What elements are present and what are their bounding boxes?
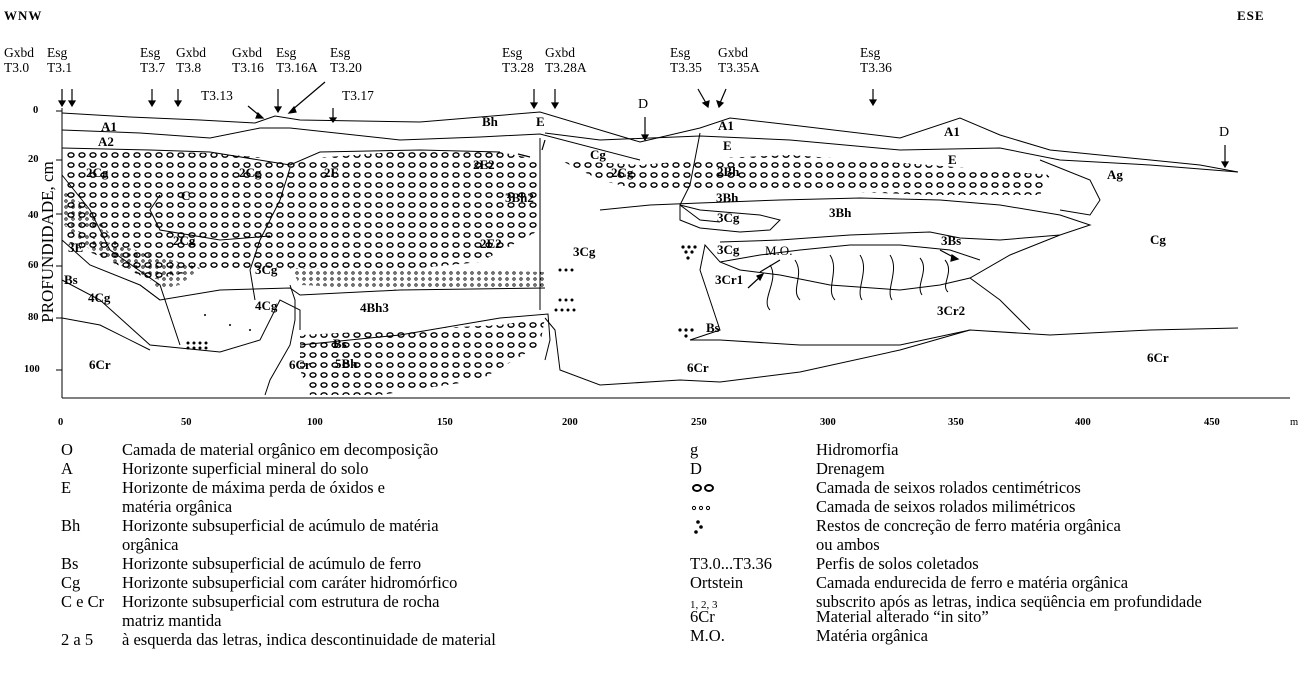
small-pebbles-icon: [690, 499, 720, 515]
horizon-label: 2Bh: [717, 164, 739, 180]
horizon-label: C: [181, 188, 190, 204]
horizon-label: 6Cr: [89, 357, 111, 373]
legend-description: Horizonte subsuperficial de acúmulo de f…: [122, 554, 421, 573]
horizon-label: 2E2: [480, 236, 502, 252]
legend-symbol: O: [61, 440, 122, 459]
horizon-label: 3Cr2: [937, 303, 965, 319]
legend-description: Camada endurecida de ferro e matéria org…: [816, 573, 1128, 592]
horizon-label: Bs: [333, 336, 347, 352]
legend-description: ou ambos: [816, 535, 880, 554]
horizon-label: 3E: [68, 240, 83, 256]
horizon-label: 3Bh2: [505, 190, 534, 206]
horizon-label: 6Cr: [687, 360, 709, 376]
horizon-label: 4Cg: [255, 298, 277, 314]
horizon-label: 3Cg: [717, 210, 739, 226]
legend-description: Camada de material orgânico em decomposi…: [122, 440, 438, 459]
horizon-label: 3Cg: [573, 244, 595, 260]
horizon-label: 3Bh: [829, 205, 851, 221]
horizon-label: E: [536, 114, 545, 130]
legend-symbol-big-pebbles: [690, 478, 816, 497]
legend-description: Horizonte subsuperficial de acúmulo de m…: [122, 516, 439, 535]
horizon-label: 2Cg: [173, 233, 195, 249]
horizon-label: A1: [944, 124, 960, 140]
legend-description: matriz mantida: [122, 611, 221, 630]
legend-symbol: A: [61, 459, 122, 478]
legend-symbol: Cg: [61, 573, 122, 592]
horizon-label: 3Bh: [716, 190, 738, 206]
legend-left: OCamada de material orgânico em decompos…: [61, 440, 661, 649]
horizon-label: Cg: [590, 147, 606, 163]
legend-symbol: M.O.: [690, 626, 816, 645]
legend-description: Hidromorfia: [816, 440, 898, 459]
legend-description: matéria orgânica: [122, 497, 232, 516]
horizon-label: 2E: [324, 165, 339, 181]
horizon-label: M.O.: [765, 243, 792, 259]
legend-symbol: D: [690, 459, 816, 478]
horizon-label: Bh: [482, 114, 498, 130]
horizon-label: A2: [98, 134, 114, 150]
legend-description: Perfis de solos coletados: [816, 554, 979, 573]
legend-symbol-small-pebbles: [690, 497, 816, 516]
legend-description: à esquerda das letras, indica descontinu…: [122, 630, 496, 649]
legend-symbol-concretion: [690, 516, 816, 535]
horizon-label: Bs: [64, 272, 78, 288]
horizon-label: 2Cg: [611, 165, 633, 181]
horizon-label: 6Cr: [289, 357, 311, 373]
legend-symbol: 2 a 5: [61, 630, 122, 649]
legend-description: Camada de seixos rolados centimétricos: [816, 478, 1081, 497]
pebble-layers: [64, 150, 1050, 395]
concretion-icon: [690, 518, 720, 538]
legend-symbol: Bs: [61, 554, 122, 573]
horizon-label: 3Bs: [941, 233, 961, 249]
horizon-label: 4Bh3: [360, 300, 389, 316]
horizon-label: A1: [718, 118, 734, 134]
horizon-label: 3Cg: [255, 262, 277, 278]
horizon-label: E: [948, 152, 957, 168]
legend-symbol: 6Cr: [690, 607, 816, 626]
horizon-label: Ag: [1107, 167, 1123, 183]
legend-right: gHidromorfia DDrenagem Camada de seixos …: [690, 440, 1305, 645]
legend-symbol: E: [61, 478, 122, 516]
horizon-label: A1: [101, 119, 117, 135]
horizon-label: 2Cg: [86, 165, 108, 181]
legend-symbol: C e Cr: [61, 592, 122, 630]
horizon-label: Bs: [706, 320, 720, 336]
legend-description: Horizonte de máxima perda de óxidos e: [122, 478, 385, 497]
legend-description: Material alterado “in sito”: [816, 607, 989, 626]
horizon-label: 6Cr: [1147, 350, 1169, 366]
legend-description: Horizonte subsuperficial com estrutura d…: [122, 592, 440, 611]
legend-description: Horizonte superficial mineral do solo: [122, 459, 369, 478]
horizon-label: 5Bh: [335, 356, 357, 372]
legend-symbol: T3.0...T3.36: [690, 554, 816, 573]
horizon-label: 4Cg: [88, 290, 110, 306]
horizon-label: Cg: [1150, 232, 1166, 248]
legend-symbol: g: [690, 440, 816, 459]
big-pebbles-icon: [690, 480, 720, 496]
legend-description: Restos de concreção de ferro matéria org…: [816, 516, 1121, 535]
horizon-label: 3Cg: [717, 242, 739, 258]
legend-description: Horizonte subsuperficial com caráter hid…: [122, 573, 457, 592]
horizon-label: 2Cg: [239, 165, 261, 181]
legend-description: Matéria orgânica: [816, 626, 928, 645]
legend-description: Drenagem: [816, 459, 885, 478]
horizon-label: E: [723, 138, 732, 154]
horizon-label: 2E2: [473, 157, 495, 173]
legend-description: Camada de seixos rolados milimétricos: [816, 497, 1075, 516]
legend-symbol: Bh: [61, 516, 122, 554]
legend-description: orgânica: [122, 535, 179, 554]
legend-symbol: Ortstein: [690, 573, 816, 592]
horizon-label: 3Cr1: [715, 272, 743, 288]
